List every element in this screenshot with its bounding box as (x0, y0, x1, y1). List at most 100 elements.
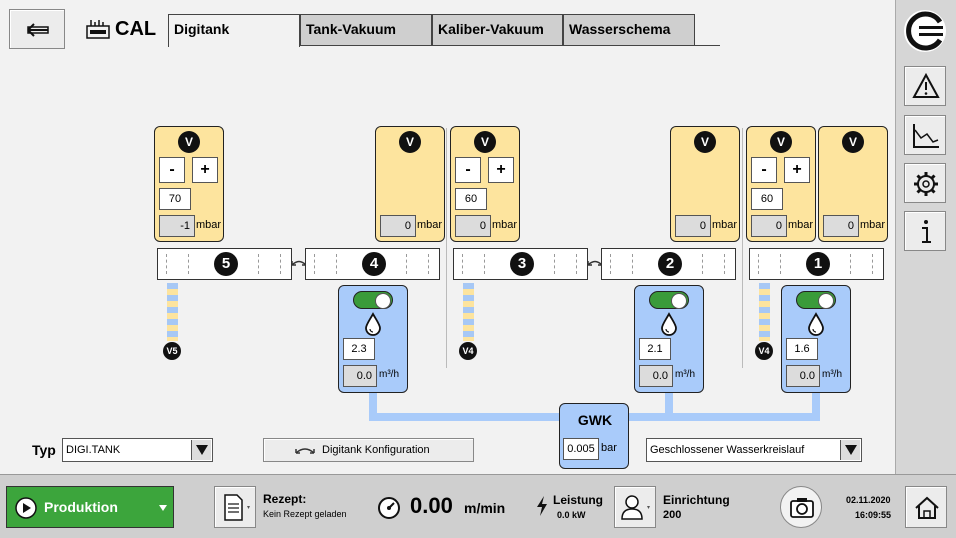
water-toggle[interactable] (649, 291, 689, 309)
caliber-tick (336, 254, 339, 274)
caliber-tick (314, 254, 317, 274)
screenshot-button[interactable] (780, 486, 822, 528)
vacuum-panel-2: V 0 mbar (670, 126, 740, 242)
gwk-value: 0.005 (563, 438, 599, 460)
caliber-tick (166, 254, 169, 274)
logo-icon (904, 10, 946, 52)
typ-label: Typ (32, 442, 56, 458)
vacuum-badge: V (399, 131, 421, 153)
caliber-tick (872, 254, 875, 274)
tab-kaliber-vakuum[interactable]: Kaliber-Vakuum (432, 14, 563, 46)
water-setpoint[interactable]: 2.3 (343, 338, 375, 360)
caliber-tick (258, 254, 261, 274)
vacuum-setpoint[interactable]: 60 (455, 188, 487, 210)
valve-label: V4 (459, 342, 477, 360)
chevron-down-icon (840, 440, 860, 460)
settings-button[interactable] (904, 163, 946, 203)
vacuum-plus-button[interactable]: + (488, 157, 514, 183)
caliber-tick (702, 254, 705, 274)
caret-down-icon (159, 505, 167, 511)
caliber-1[interactable]: 1 (749, 248, 884, 280)
digitank-config-button[interactable]: Digitank Konfiguration (263, 438, 474, 462)
warning-icon (912, 72, 940, 98)
vacuum-setpoint[interactable]: 70 (159, 188, 191, 210)
gwk-panel: GWK 0.005 bar (559, 403, 629, 469)
water-actual: 0.0 (639, 365, 673, 387)
water-circuit-dropdown[interactable]: Geschlossener Wasserkreislauf (646, 438, 862, 462)
home-button[interactable] (905, 486, 947, 528)
right-sidebar (895, 0, 956, 474)
lightning-icon (537, 496, 547, 516)
vacuum-actual: 0 (751, 215, 787, 237)
water-toggle[interactable] (796, 291, 836, 309)
tab-digitank[interactable]: Digitank (168, 14, 300, 47)
caliber-tick (780, 254, 783, 274)
water-pipe (812, 392, 820, 420)
time-display: 16:09:55 (855, 510, 892, 520)
link-arrow-icon (295, 448, 315, 454)
link-arrow-icon (291, 260, 307, 266)
tab-wasserschema[interactable]: Wasserschema (563, 14, 695, 46)
mode-button[interactable]: Produktion (6, 486, 174, 528)
play-icon (15, 497, 37, 519)
tab-baseline (695, 45, 720, 46)
speed-unit: m/min (464, 500, 506, 516)
vacuum-badge: V (474, 131, 496, 153)
vacuum-minus-button[interactable]: - (751, 157, 777, 183)
status-bar: Produktion Rezept: Kein Rezept geladen 0… (0, 474, 956, 538)
vacuum-badge: V (694, 131, 716, 153)
date-display: 02.11.2020 (846, 495, 891, 505)
water-drop-icon (808, 312, 824, 336)
trend-button[interactable] (904, 115, 946, 155)
power-value: 0.0 kW (557, 510, 586, 520)
vacuum-plus-button[interactable]: + (784, 157, 810, 183)
back-button[interactable] (9, 9, 65, 49)
caliber-5[interactable]: 5 (157, 248, 292, 280)
vacuum-setpoint[interactable]: 60 (751, 188, 783, 210)
caliber-tick (554, 254, 557, 274)
alarm-button[interactable] (904, 66, 946, 106)
caliber-tick (462, 254, 465, 274)
vacuum-minus-button[interactable]: - (159, 157, 185, 183)
water-setpoint[interactable]: 1.6 (786, 338, 818, 360)
valve-label: V4 (755, 342, 773, 360)
tab-tank-vakuum[interactable]: Tank-Vakuum (300, 14, 432, 46)
vacuum-unit: mbar (712, 219, 738, 231)
water-panel-4: 2.3 0.0 m³/h (338, 285, 408, 393)
vacuum-actual: -1 (159, 215, 195, 237)
caliber-number: 2 (658, 252, 682, 276)
vacuum-minus-button[interactable]: - (455, 157, 481, 183)
vacuum-unit: mbar (417, 219, 443, 231)
caliber-tick (406, 254, 409, 274)
caliber-tick (484, 254, 487, 274)
water-setpoint[interactable]: 2.1 (639, 338, 671, 360)
user-icon (621, 495, 650, 520)
vacuum-unit: mbar (860, 219, 886, 231)
caliber-4[interactable]: 4 (305, 248, 440, 280)
water-toggle[interactable] (353, 291, 393, 309)
gear-icon (914, 172, 938, 196)
caliber-tick (850, 254, 853, 274)
info-button[interactable] (904, 211, 946, 251)
caliber-number: 3 (510, 252, 534, 276)
caliber-tick (428, 254, 431, 274)
user-button[interactable] (614, 486, 656, 528)
caliber-number: 4 (362, 252, 386, 276)
recipe-value: Kein Rezept geladen (263, 509, 347, 519)
vacuum-badge: V (770, 131, 792, 153)
section-divider (446, 128, 447, 368)
recipe-button[interactable] (214, 486, 256, 528)
caliber-2[interactable]: 2 (601, 248, 736, 280)
valve-pipe (167, 283, 178, 341)
vacuum-plus-button[interactable]: + (192, 157, 218, 183)
water-drop-icon (661, 312, 677, 336)
caliber-3[interactable]: 3 (453, 248, 588, 280)
typ-dropdown[interactable]: DIGI.TANK (62, 438, 213, 462)
vacuum-panel-4: V 0 mbar (375, 126, 445, 242)
setup-value: 200 (663, 509, 682, 521)
caliber-tick (632, 254, 635, 274)
document-icon (224, 494, 250, 521)
main-area: CAL Digitank Tank-Vakuum Kaliber-Vakuum … (0, 0, 895, 474)
speed-value: 0.00 (410, 493, 453, 518)
setup-label: Einrichtung (663, 493, 730, 507)
